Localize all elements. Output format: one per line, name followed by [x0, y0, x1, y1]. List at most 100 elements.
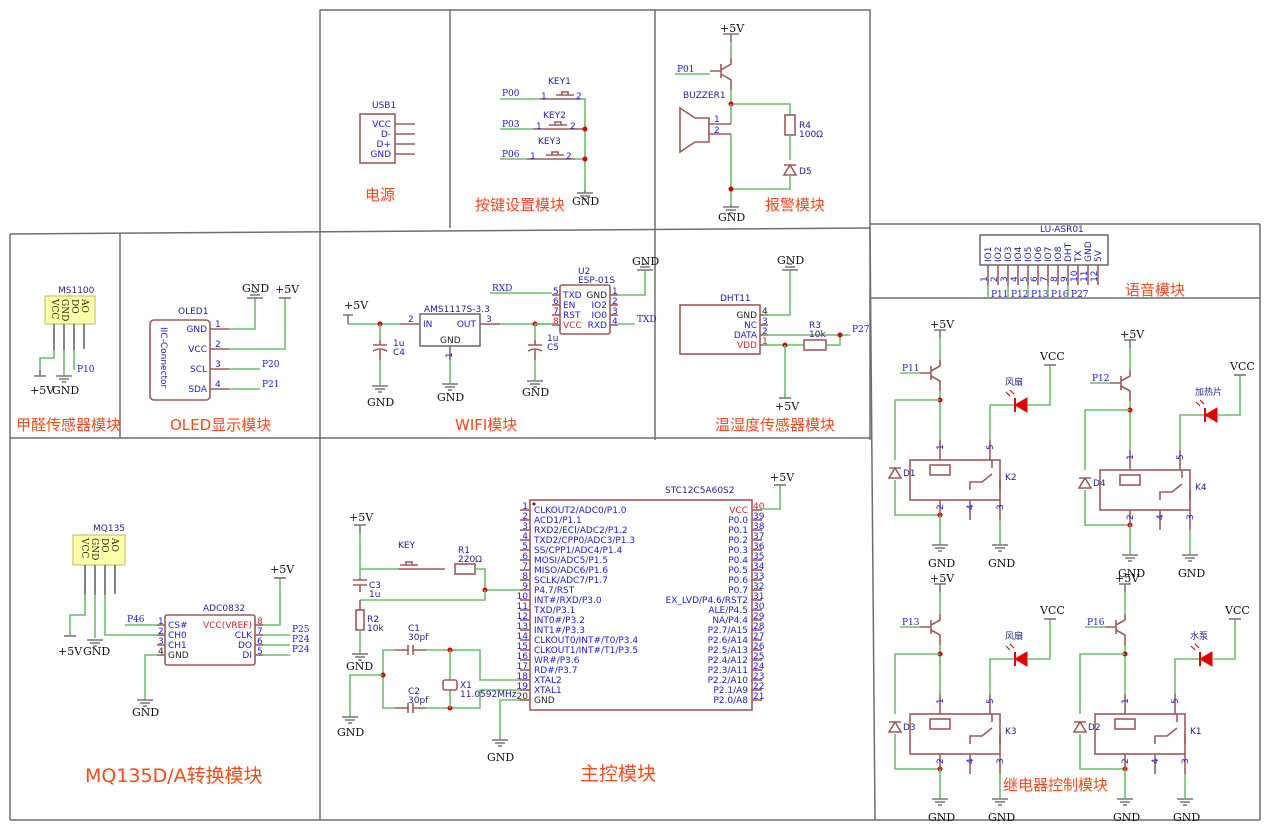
schematic-label: P20: [262, 360, 280, 370]
schematic-label: 5: [1171, 698, 1181, 704]
schematic-label: KEY3: [538, 137, 561, 147]
sensor-pin-label: VCC: [79, 537, 89, 558]
alarm-module-title: 报警模块: [765, 196, 825, 214]
dht-pin-label: DATA: [734, 331, 758, 341]
schematic-label: 1: [445, 352, 455, 358]
schematic-shape: IO11IO22IO33IO44IO55IO66IO77IO88DHT9TX10…: [980, 241, 1104, 300]
dht-pin-label: VDD: [737, 341, 757, 351]
dht-pin-number: 1: [762, 337, 768, 347]
schematic-label: R4: [799, 121, 811, 131]
mcu-pin-label: XTAL2: [534, 676, 562, 686]
schematic-shape: [1119, 474, 1141, 486]
net-wire: [1027, 365, 1051, 406]
mcu-pin-label: P4.7/RST: [534, 586, 575, 596]
schematic-label: X1: [460, 681, 472, 691]
schematic-label: 10k: [367, 624, 384, 634]
schematic-shape: [992, 544, 1008, 552]
schematic-label: GND: [988, 557, 1015, 570]
mcu-pin-number: 33: [753, 572, 764, 582]
schematic-shape: [1154, 714, 1186, 744]
schematic-shape: [527, 380, 543, 388]
schematic-label: DHT11: [720, 294, 751, 304]
schematic-label: 1: [536, 122, 542, 132]
mcu-pin-label: P2.6/A14: [708, 636, 749, 646]
mcu-pin-label: P0.3: [728, 546, 748, 556]
mcu-pin-number: 2: [522, 512, 528, 522]
schematic-label: +5V: [275, 283, 300, 296]
mcu-pin-label: RXD2/ECI/ADC2/P1.2: [534, 526, 628, 536]
voice-pin-label: IO6: [1034, 246, 1044, 262]
mcu-pin-number: 1: [522, 502, 528, 512]
schematic-shape: [934, 329, 946, 338]
schematic-label: 30pf: [408, 633, 429, 643]
relay-net-label: P13: [902, 618, 920, 628]
voice-net-label: P12: [1011, 290, 1029, 300]
schematic-shape: [454, 563, 476, 575]
junction-dot: [837, 332, 843, 338]
junction-dot: [582, 126, 588, 132]
sensor-pin-label: DO: [99, 538, 109, 553]
net-wire: [731, 175, 791, 190]
schematic-label: 2: [566, 152, 572, 162]
mcu-pin-number: 12: [517, 612, 528, 622]
schematic-label: OLED1: [178, 307, 208, 317]
schematic-label: 100Ω: [799, 130, 823, 140]
schematic-label: IN: [423, 320, 432, 330]
schematic-shape: [372, 385, 388, 393]
schematic-label: 2: [936, 504, 946, 510]
schematic-label: +5V: [1120, 328, 1145, 341]
mcu-pin-label: P0.1: [728, 526, 748, 536]
schematic-label: AMS1117S-3.3: [424, 305, 490, 315]
schematic-label: R3: [809, 321, 821, 331]
schematic-shape: [934, 583, 946, 592]
mcu-pin-number: 36: [753, 542, 765, 552]
schematic-label: GND: [132, 706, 159, 719]
schematic-label: +5V: [344, 299, 369, 312]
esp-pin-label: RST: [563, 311, 581, 321]
schematic-label: GND: [487, 751, 514, 764]
voice-pin-label: IO3: [1004, 247, 1014, 262]
schematic-label: K1: [1190, 727, 1202, 737]
schematic-label: K3: [1005, 727, 1017, 737]
mcu-pin-label: CLKOUT1/INT#/T1/P3.5: [534, 646, 638, 656]
schematic-label: 1: [936, 444, 946, 450]
schematic-shape: [84, 565, 116, 595]
schematic-label: 4: [1156, 514, 1166, 520]
mcu-pin-number: 4: [522, 532, 528, 542]
net-wire: [1174, 658, 1200, 694]
voice-pin-number: 4: [1010, 276, 1020, 282]
schematic-label: D+: [377, 140, 391, 150]
mcu-pin-number: 38: [753, 522, 765, 532]
esp-pin-number: 3: [612, 307, 618, 317]
schematic-label: 1: [1121, 698, 1131, 704]
mcu-pin-label: NA/P4.4: [712, 616, 748, 626]
mcu-pin-label: INT#/RXD/P3.0: [534, 596, 602, 606]
schematic-label: 5: [1176, 454, 1186, 460]
schematic-shape: [1094, 713, 1186, 755]
relay-load-label: 风扇: [1005, 376, 1023, 388]
schematic-label: 3: [996, 504, 1006, 510]
schematic-shape: [969, 460, 1001, 490]
net-wire: [229, 298, 256, 330]
net-wire: [989, 404, 1015, 440]
mcu-pin-label: RD#/P3.7: [534, 666, 578, 676]
schematic-label: C2: [408, 687, 420, 697]
schematic-shape: [1014, 651, 1028, 667]
schematic-shape: [1190, 643, 1200, 651]
schematic-label: C1: [408, 624, 420, 634]
dht-pin-label: NC: [744, 321, 757, 331]
adc-pin-number: 4: [158, 647, 164, 657]
adc-pin-label: CH1: [168, 641, 187, 651]
schematic-label: 11.0592MHz: [460, 690, 517, 700]
mcu-pin-label: ALE/P4.5: [708, 606, 748, 616]
schematic-shape: [723, 33, 739, 42]
schematic-shape: [932, 798, 948, 806]
net-wire: [499, 699, 520, 740]
net-wire: [826, 334, 850, 346]
adc-pin-number: 7: [257, 627, 263, 637]
mq135-module-title: MQ135D/A转换模块: [85, 765, 263, 787]
